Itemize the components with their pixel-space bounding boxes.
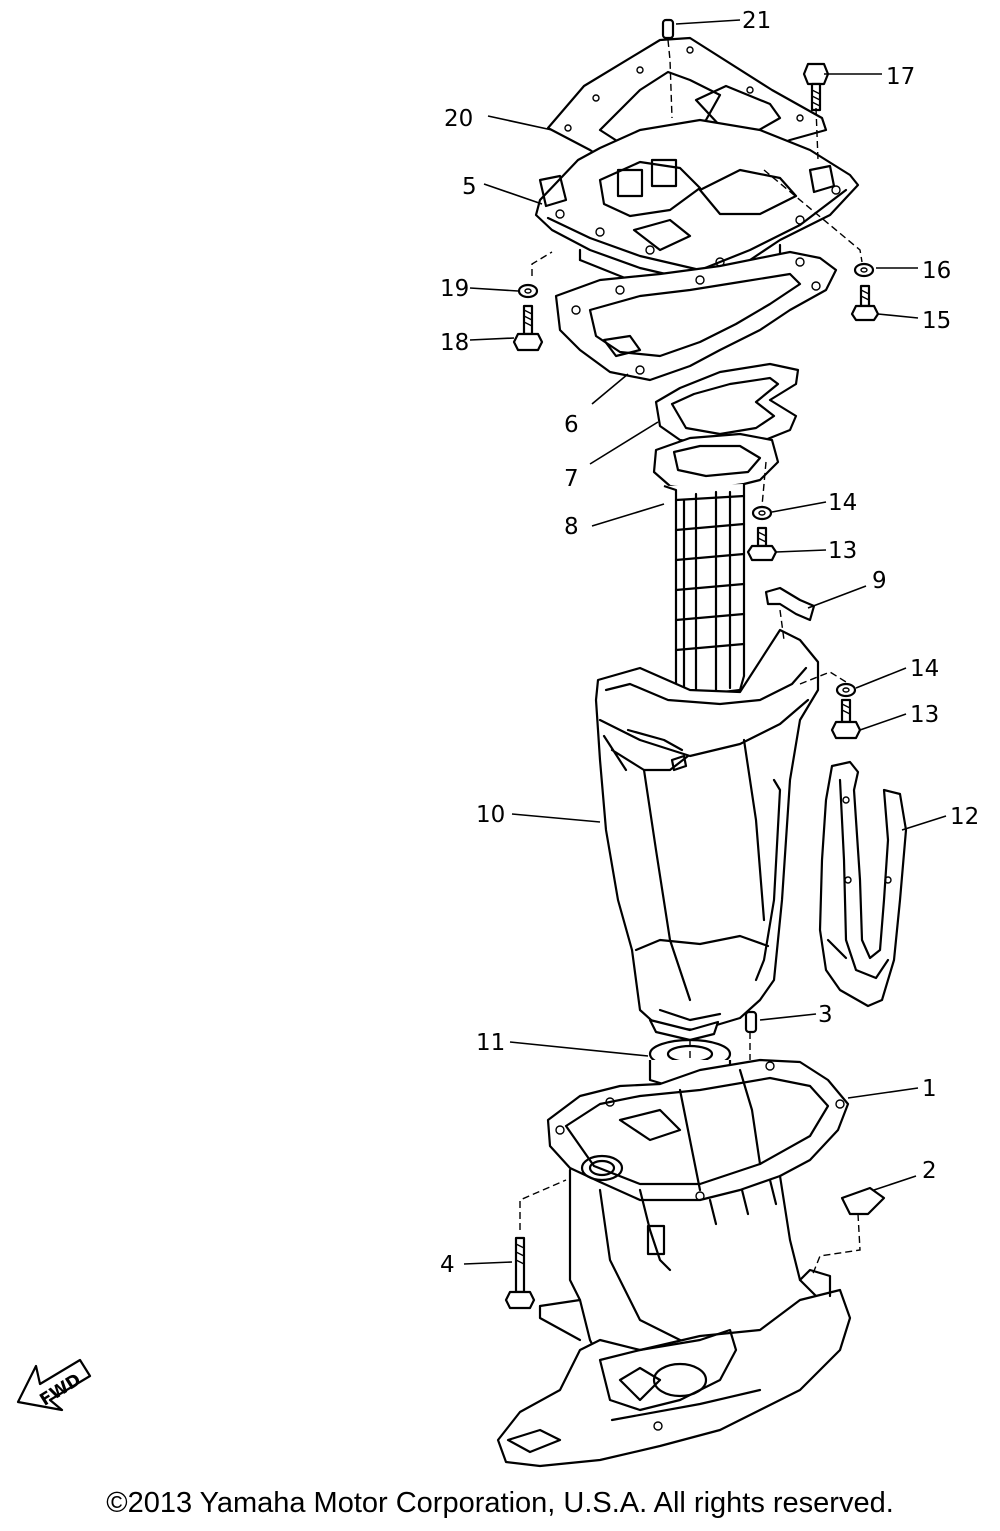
callout-3: 3 xyxy=(818,1002,833,1028)
callout-13-a: 13 xyxy=(828,538,857,564)
callout-5: 5 xyxy=(462,174,477,200)
callout-10: 10 xyxy=(476,802,505,828)
part-3-dowel-pin xyxy=(744,1010,758,1034)
leader-lines xyxy=(463,19,947,1265)
part-5-exhaust-guide xyxy=(534,118,860,298)
callout-11: 11 xyxy=(476,1030,505,1056)
part-6-gasket xyxy=(554,250,838,382)
callout-16: 16 xyxy=(922,258,951,284)
callout-20: 20 xyxy=(444,106,473,132)
callout-4: 4 xyxy=(440,1252,455,1278)
copyright-notice: ©2013 Yamaha Motor Corporation, U.S.A. A… xyxy=(106,1487,894,1519)
callout-labels: 21 17 20 5 16 19 15 18 6 7 14 8 13 9 14 … xyxy=(440,8,979,1278)
callout-6: 6 xyxy=(564,412,579,438)
part-7-gasket xyxy=(654,362,800,448)
part-19-washer xyxy=(517,283,539,299)
part-13-bolt-a xyxy=(746,526,778,562)
part-17-bolt xyxy=(802,62,830,112)
callout-8: 8 xyxy=(564,514,579,540)
callout-18: 18 xyxy=(440,330,469,356)
part-4-bolt xyxy=(504,1236,536,1310)
part-12-seal xyxy=(818,760,908,1008)
part-21-dowel-pin xyxy=(661,18,675,40)
part-2-cap xyxy=(840,1186,886,1216)
part-1-lower-casing xyxy=(496,1058,852,1468)
diagram-canvas: 21 17 20 5 16 19 15 18 6 7 14 8 13 9 14 … xyxy=(16,8,979,1468)
callout-14-a: 14 xyxy=(828,490,857,516)
part-14-washer-a xyxy=(751,505,773,521)
callout-17: 17 xyxy=(886,64,915,90)
part-14-washer-b xyxy=(835,682,857,698)
part-9-clip xyxy=(764,586,816,622)
callout-13-b: 13 xyxy=(910,702,939,728)
callout-12: 12 xyxy=(950,804,979,830)
callout-7: 7 xyxy=(564,466,579,492)
alignment-lines xyxy=(519,39,863,1277)
callout-2: 2 xyxy=(922,1158,937,1184)
callout-9: 9 xyxy=(872,568,887,594)
fwd-arrow-icon: FWD xyxy=(16,1358,92,1412)
part-10-upper-casing xyxy=(594,628,820,1042)
part-18-bolt xyxy=(512,304,544,352)
part-13-bolt-b xyxy=(830,698,862,740)
callout-14-b: 14 xyxy=(910,656,939,682)
part-16-washer xyxy=(853,262,875,278)
callout-1: 1 xyxy=(922,1076,937,1102)
part-15-bolt xyxy=(850,284,880,322)
callout-15: 15 xyxy=(922,308,951,334)
part-8-exhaust-manifold xyxy=(652,432,780,698)
callout-21: 21 xyxy=(742,8,771,34)
callout-19: 19 xyxy=(440,276,469,302)
